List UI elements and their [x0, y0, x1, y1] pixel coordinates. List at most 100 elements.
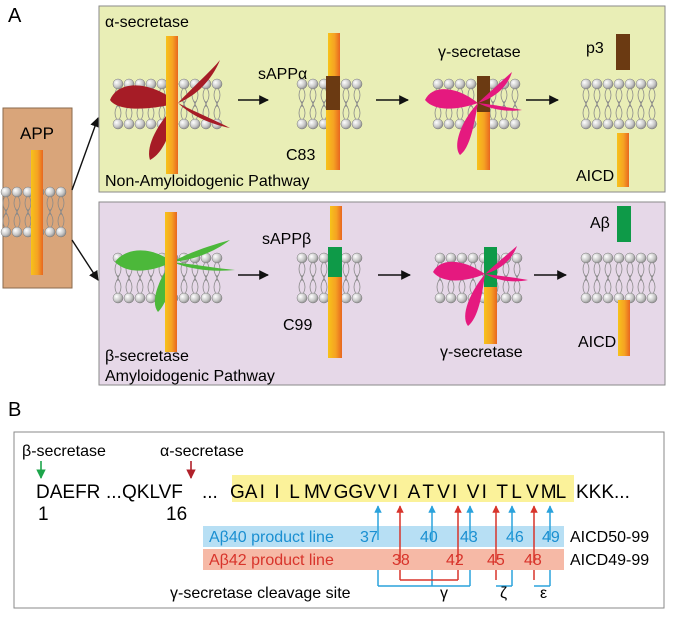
lipid-head: [296, 78, 308, 90]
gamma-secretase-label-bottom: γ-secretase: [440, 344, 523, 361]
amyloidogenic-panel: β-secretase Amyloidogenic Pathway sAPPβ …: [98, 201, 666, 386]
ab40-number: 40: [420, 529, 438, 546]
lipid-head: [445, 252, 457, 264]
lipid-head: [351, 78, 363, 90]
c83-rod-cleaving: [477, 104, 490, 170]
residue-m: M: [541, 482, 557, 503]
lipid-tail: [342, 274, 347, 294]
lipid-head: [635, 78, 647, 90]
residue-l: L: [511, 482, 522, 503]
lipid-head: [318, 292, 330, 304]
residue-g: G: [230, 482, 245, 503]
ab40-number: 37: [360, 529, 378, 546]
lipid-tail: [629, 100, 634, 120]
lipid-head: [351, 252, 363, 264]
residue-v: V: [363, 482, 376, 503]
sappb-label: sAPPβ: [262, 231, 311, 248]
residue-a: A: [245, 482, 258, 503]
lipid-tail: [27, 208, 32, 228]
lipid-head: [613, 78, 625, 90]
lipid-head: [0, 186, 12, 198]
residue-a: A: [408, 482, 421, 503]
lipid-head: [646, 78, 658, 90]
lipid-tail: [205, 274, 210, 294]
lipid-tail: [298, 274, 303, 294]
app-label: APP: [20, 124, 54, 143]
seq-part1: DAEFR: [36, 482, 100, 503]
lipid-head: [434, 292, 446, 304]
lipid-tail: [607, 100, 612, 120]
alpha-secretase-label: α-secretase: [105, 14, 189, 31]
lipid-head: [296, 252, 308, 264]
lipid-tail: [618, 274, 623, 294]
lipid-tail: [312, 100, 317, 120]
lipid-head: [591, 78, 603, 90]
app-rod: [31, 150, 43, 275]
lipid-tail: [298, 100, 303, 120]
lipid-head: [340, 292, 352, 304]
app-rod-top-1: [166, 36, 178, 174]
lipid-head: [0, 226, 12, 238]
lipid-head: [591, 252, 603, 264]
panel-a-label: A: [8, 5, 22, 27]
lipid-tail: [353, 274, 358, 294]
lipid-tail: [626, 274, 631, 294]
lipid-tail: [49, 208, 54, 228]
residue-v: V: [526, 482, 539, 503]
lipid-head: [112, 78, 124, 90]
lipid-tail: [136, 274, 141, 294]
aicd-fragment-top: [617, 133, 629, 187]
lipid-head: [55, 186, 67, 198]
residue-l: L: [289, 482, 300, 503]
lipid-tail: [309, 100, 314, 120]
lipid-head: [156, 78, 168, 90]
lipid-tail: [626, 100, 631, 120]
residue-t: T: [496, 482, 508, 503]
lipid-head: [211, 78, 223, 90]
aicd-label-bottom: AICD: [578, 334, 616, 351]
lipid-tail: [615, 274, 620, 294]
lipid-head: [509, 118, 521, 130]
lipid-tail: [213, 100, 218, 120]
panel-b-label: B: [8, 399, 21, 421]
lipid-tail: [16, 208, 21, 228]
lipid-head: [624, 118, 636, 130]
lipid-head: [580, 78, 592, 90]
lipid-tail: [139, 274, 144, 294]
residue-l: L: [556, 482, 567, 503]
c83-dark-segment: [326, 76, 340, 110]
lipid-tail: [202, 274, 207, 294]
branch-arrow-bottom: [71, 239, 99, 281]
aicd-49-99-label: AICD49-99: [570, 552, 649, 569]
aicd-fragment-bottom: [618, 300, 630, 356]
lipid-tail: [5, 208, 10, 228]
seq-ellipsis1: ...: [106, 482, 122, 503]
lipid-tail: [57, 208, 62, 228]
lipid-head: [307, 118, 319, 130]
aicd-label-top: AICD: [576, 168, 614, 185]
lipid-tail: [301, 274, 306, 294]
lipid-head: [318, 252, 330, 264]
lipid-tail: [216, 100, 221, 120]
lipid-tail: [604, 274, 609, 294]
c83-label: C83: [286, 147, 315, 164]
lipid-tail: [128, 274, 133, 294]
lipid-tail: [640, 274, 645, 294]
lipid-tail: [596, 100, 601, 120]
lipid-tail: [593, 274, 598, 294]
ab40-number: 49: [542, 529, 560, 546]
lipid-tail: [180, 100, 185, 120]
lipid-head: [178, 78, 190, 90]
lipid-head: [340, 118, 352, 130]
ab40-number: 43: [460, 529, 478, 546]
ab40-band: [203, 526, 564, 547]
lipid-head: [434, 252, 446, 264]
lipid-head: [134, 118, 146, 130]
lipid-tail: [24, 208, 29, 228]
lipid-tail: [585, 274, 590, 294]
lipid-head: [646, 252, 658, 264]
ab42-number: 38: [392, 552, 410, 569]
lipid-head: [123, 292, 135, 304]
